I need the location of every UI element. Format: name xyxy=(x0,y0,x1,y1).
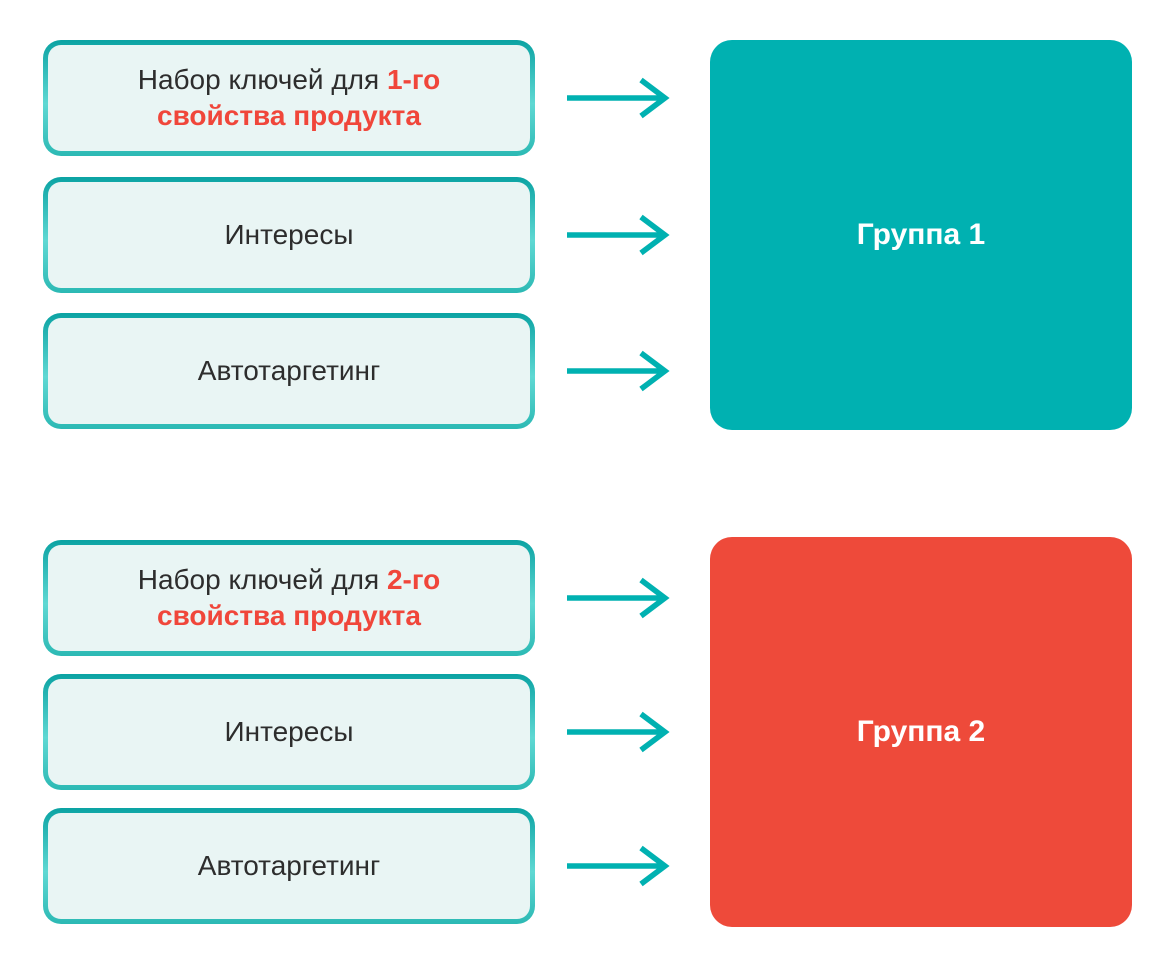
keyset-prefix: Набор ключей для xyxy=(137,63,387,95)
group2-keyset-box-inner: Набор ключей для 2-го свойства продукта xyxy=(48,545,530,651)
group1-keyset-text: Набор ключей для 1-го свойства продукта xyxy=(138,62,441,135)
group2-keyset-text: Набор ключей для 2-го свойства продукта xyxy=(138,562,441,635)
group1-keyset-box: Набор ключей для 1-го свойства продукта xyxy=(43,40,535,156)
group2-autotargeting-text: Автотаргетинг xyxy=(197,849,381,881)
keyset-highlight: 1-го xyxy=(386,63,441,95)
group2-interests-box: Интересы xyxy=(43,674,535,790)
group2-interests-box-inner: Интересы xyxy=(48,679,530,785)
keyset-highlight: 2-го xyxy=(386,563,441,595)
group1-interests-box: Интересы xyxy=(43,177,535,293)
group2-autotargeting-box-inner: Автотаргетинг xyxy=(48,813,530,919)
keyset-line2: свойства продукта xyxy=(157,600,421,631)
group2-autotargeting-box: Автотаргетинг xyxy=(43,808,535,924)
arrow-right-icon xyxy=(567,77,670,119)
keyset-line2: свойства продукта xyxy=(157,100,421,131)
arrow-right-icon xyxy=(567,214,670,256)
arrow-right-icon xyxy=(567,350,670,392)
group1-autotargeting-box: Автотаргетинг xyxy=(43,313,535,429)
group1-autotargeting-box-inner: Автотаргетинг xyxy=(48,318,530,424)
keyset-prefix: Набор ключей для xyxy=(137,563,387,595)
group1-square: Группа 1 xyxy=(710,40,1132,430)
group1-autotargeting-text: Автотаргетинг xyxy=(197,354,381,386)
group1-keyset-box-inner: Набор ключей для 1-го свойства продукта xyxy=(48,45,530,151)
group2-label: Группа 2 xyxy=(856,715,986,748)
arrow-right-icon xyxy=(567,577,670,619)
group1-interests-text: Интересы xyxy=(224,218,354,250)
group1-interests-box-inner: Интересы xyxy=(48,182,530,288)
group1-label: Группа 1 xyxy=(856,218,986,251)
arrow-right-icon xyxy=(567,711,670,753)
group2-interests-text: Интересы xyxy=(224,715,354,747)
group2-square: Группа 2 xyxy=(710,537,1132,927)
group2-keyset-box: Набор ключей для 2-го свойства продукта xyxy=(43,540,535,656)
arrow-right-icon xyxy=(567,845,670,887)
